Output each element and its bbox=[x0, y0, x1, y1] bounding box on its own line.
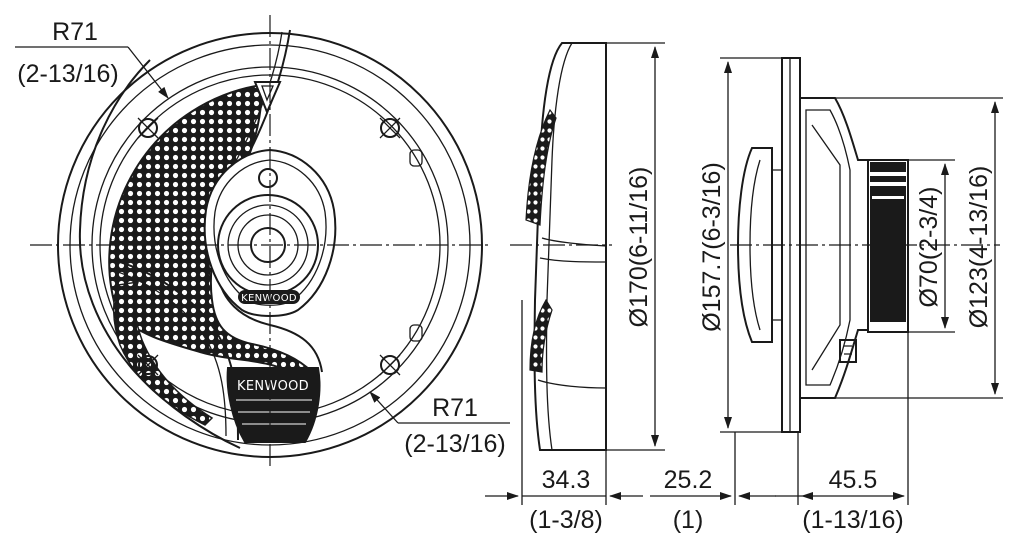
radius-bottom-value: R71 bbox=[432, 394, 478, 422]
magnet-diameter-label: Ø70(2-3/4) bbox=[915, 187, 943, 308]
radius-bottom-imperial: (2-13/16) bbox=[404, 430, 505, 458]
tweeter-dome bbox=[250, 227, 286, 263]
front-view: KENWOOD KENWOOD bbox=[30, 15, 492, 470]
mounting-hole-br bbox=[379, 354, 401, 376]
grille-brand-label: KENWOOD bbox=[237, 379, 309, 394]
radius-callout-bottom: R71 (2-13/16) bbox=[369, 391, 510, 458]
flange bbox=[781, 57, 801, 433]
flange-diameter-label: Ø157.7(6-3/16) bbox=[698, 162, 726, 332]
front-grille-lower bbox=[113, 281, 214, 426]
depth-value: 34.3 bbox=[542, 466, 591, 494]
radius-top-value: R71 bbox=[52, 18, 98, 46]
terminal bbox=[839, 339, 857, 363]
basket bbox=[799, 97, 869, 399]
dim-basket-diameter: Ø123(4-13/16) bbox=[835, 97, 1003, 399]
side-grille-body bbox=[533, 42, 607, 451]
grille-diameter-label: Ø170(6-11/16) bbox=[625, 167, 653, 328]
flange-offset-imperial: (1) bbox=[673, 506, 704, 534]
depth-imperial: (1-3/8) bbox=[529, 506, 603, 534]
mounting-hole-tr bbox=[379, 117, 401, 139]
flange-offset-value: 25.2 bbox=[664, 466, 713, 494]
mount-depth-value: 45.5 bbox=[829, 466, 878, 494]
mounting-hole-bl bbox=[137, 354, 159, 376]
dim-flange-diameter: Ø157.7(6-3/16) bbox=[698, 57, 782, 433]
dim-magnet-diameter: Ø70(2-3/4) bbox=[908, 159, 955, 333]
radius-callout-top: R71 (2-13/16) bbox=[15, 18, 169, 99]
tweeter-profile bbox=[736, 147, 773, 343]
mount-depth-imperial: (1-13/16) bbox=[802, 506, 903, 534]
profile-view bbox=[730, 57, 1000, 433]
dim-grille-diameter: Ø170(6-11/16) bbox=[606, 42, 665, 451]
side-view bbox=[510, 42, 612, 451]
depth-dimensions: 34.3 (1-3/8) 25.2 (1) 45.5 (1-13/16) bbox=[485, 300, 909, 534]
tweeter-top-cap bbox=[258, 168, 278, 188]
magnet bbox=[867, 159, 909, 333]
radius-top-imperial: (2-13/16) bbox=[17, 60, 118, 88]
basket-diameter-label: Ø123(4-13/16) bbox=[965, 166, 993, 329]
tweeter-brand-label: KENWOOD bbox=[241, 293, 297, 304]
mounting-hole-tl bbox=[137, 117, 159, 139]
